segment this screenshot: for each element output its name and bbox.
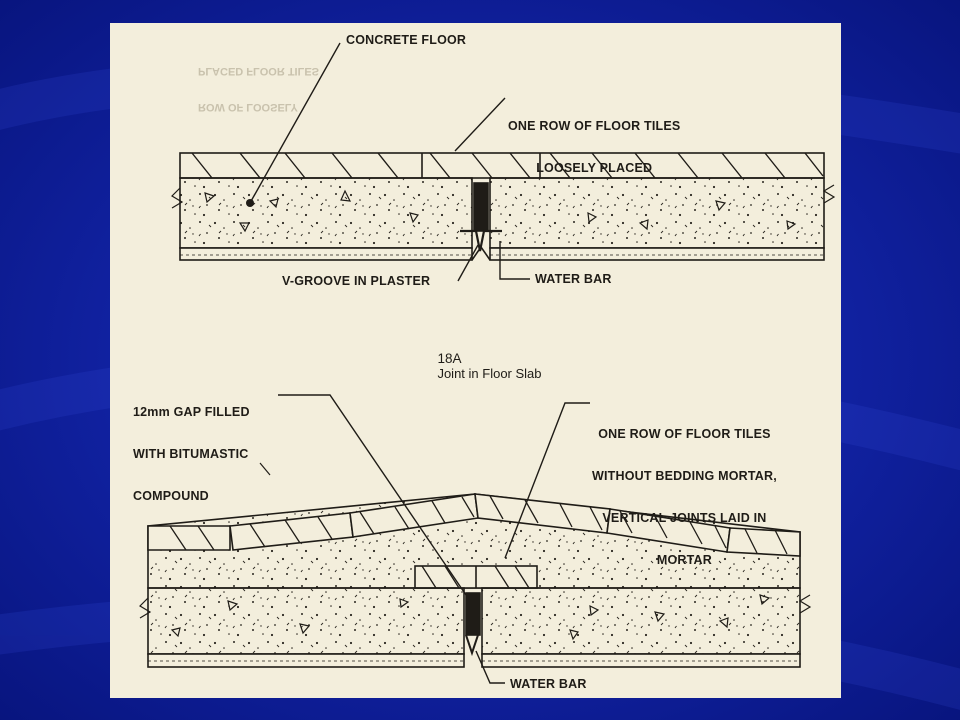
bleed-through-text: ROW OF LOOSELY PLACED FLOOR TILES [198, 41, 319, 137]
label-water-bar-b: WATER BAR [510, 677, 587, 691]
caption-number: 18A [437, 351, 462, 366]
label-concrete-floor: CONCRETE FLOOR [346, 33, 467, 47]
label-tiles-mortar-line-3: VERTICAL JOINTS LAID IN [602, 511, 767, 525]
bleed-through-line-1: ROW OF LOOSELY [198, 101, 298, 113]
detail-b-drawing [139, 493, 812, 668]
label-tiles-loose-line-2: LOOSELY PLACED [536, 161, 653, 175]
label-gap-line-2: WITH BITUMASTIC [133, 447, 249, 461]
drawing-page: ROW OF LOOSELY PLACED FLOOR TILES CONCRE… [110, 23, 841, 698]
bleed-through-line-2: PLACED FLOOR TILES [198, 65, 319, 77]
joint-drawings [139, 42, 836, 684]
label-tiles-loosely-placed: ONE ROW OF FLOOR TILES LOOSELY PLACED [508, 91, 680, 203]
label-water-bar-a: WATER BAR [535, 272, 612, 286]
label-v-groove: V-GROOVE IN PLASTER [282, 274, 431, 288]
label-gap-line-1: 12mm GAP FILLED [133, 405, 250, 419]
caption-18a: 18A Joint in Floor Slab [423, 336, 542, 396]
label-tiles-mortar-line-1: ONE ROW OF FLOOR TILES [598, 427, 771, 441]
label-tiles-mortar-line-4: MORTAR [656, 553, 713, 567]
label-tiles-loose-line-1: ONE ROW OF FLOOR TILES [508, 119, 681, 133]
label-gap-bitumastic: 12mm GAP FILLED WITH BITUMASTIC COMPOUND [133, 377, 250, 531]
caption-text: Joint in Floor Slab [437, 366, 542, 381]
label-tiles-mortar: ONE ROW OF FLOOR TILES WITHOUT BEDDING M… [592, 399, 777, 595]
label-tiles-mortar-line-2: WITHOUT BEDDING MORTAR, [592, 469, 777, 483]
detail-a-drawing [171, 152, 836, 261]
label-gap-line-3: COMPOUND [133, 489, 209, 503]
detail-a-leaders [249, 42, 530, 282]
detail-b-leaders [259, 394, 590, 684]
